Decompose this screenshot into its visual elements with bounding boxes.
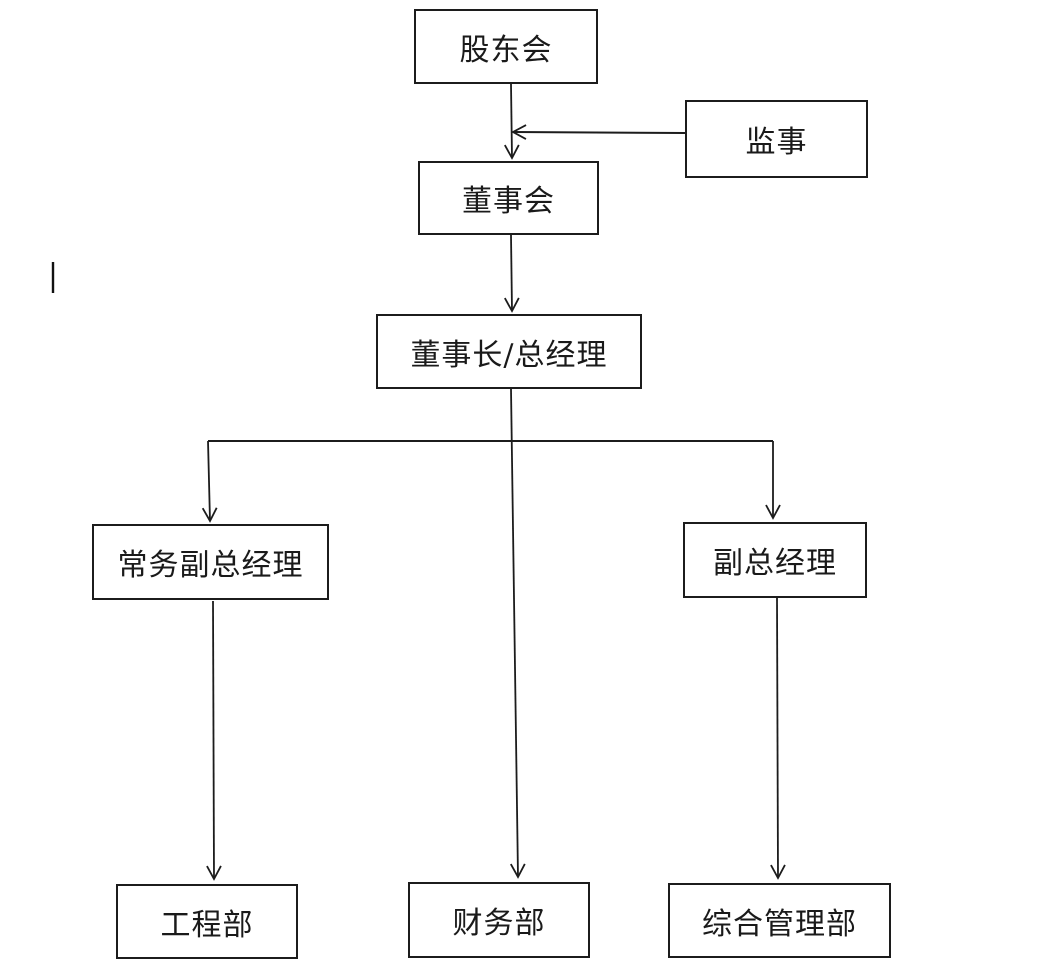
node-engineering-department: 工程部 [116, 884, 298, 959]
node-board: 董事会 [418, 161, 599, 235]
connector-deputy-general-admin [770, 597, 786, 880]
node-finance-department: 财务部 [408, 882, 590, 958]
node-supervisor: 监事 [685, 100, 868, 178]
node-general-admin-department: 综合管理部 [668, 883, 891, 958]
connector-branch-exec-deputy [201, 440, 218, 523]
node-deputy-general-manager: 副总经理 [683, 522, 867, 598]
connector-supervisor-link [511, 124, 686, 140]
connector-exec-deputy-engineering [206, 600, 222, 881]
connector-shareholders-board [504, 83, 520, 160]
node-chairman-general-manager-label: 董事长/总经理 [410, 337, 608, 373]
node-shareholders-label: 股东会 [459, 32, 553, 68]
node-supervisor-label: 监事 [745, 125, 808, 160]
node-executive-deputy-general-manager-label: 常务副总经理 [117, 548, 304, 583]
node-executive-deputy-general-manager: 常务副总经理 [92, 524, 329, 600]
node-chairman-general-manager: 董事长/总经理 [376, 314, 642, 389]
node-finance-department-label: 财务部 [452, 906, 546, 941]
node-engineering-department-label: 工程部 [160, 907, 254, 943]
node-board-label: 董事会 [462, 184, 555, 219]
node-shareholders: 股东会 [414, 9, 598, 84]
node-deputy-general-manager-label: 副总经理 [713, 546, 837, 581]
connector-chairman-finance [510, 388, 526, 879]
connector-board-chairman [504, 234, 520, 313]
node-general-admin-department-label: 综合管理部 [702, 906, 857, 942]
